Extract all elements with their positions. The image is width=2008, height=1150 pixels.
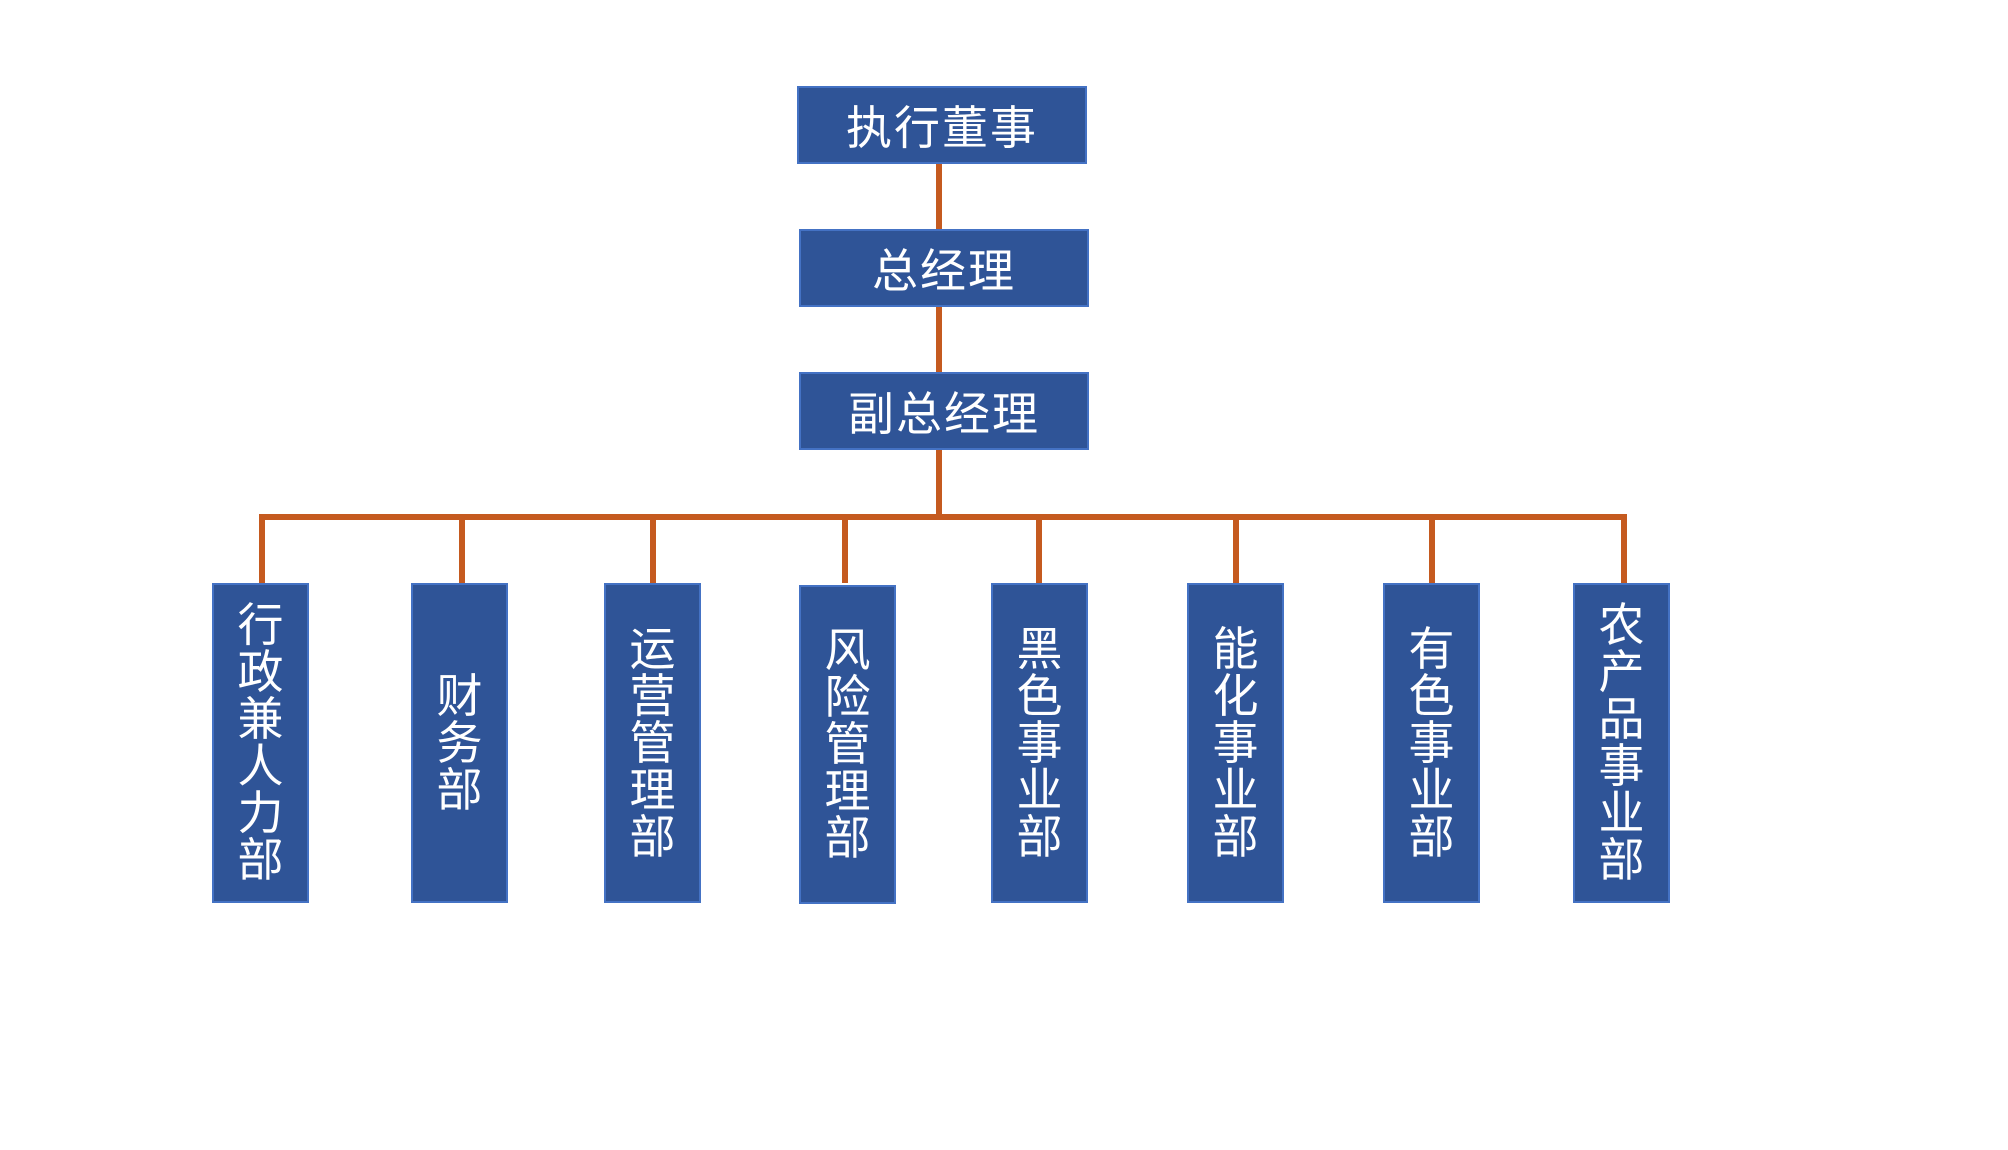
department-label-admin-hr: 行政兼人力部 [237,598,284,887]
connector-deputy-to-bus [936,449,942,514]
connector-drop-finance [459,514,465,583]
general-manager-label: 总经理 [872,244,1016,298]
department-label-operations: 运营管理部 [629,621,676,864]
connector-drop-nonferrous [1429,514,1435,583]
connector-horizontal-bus [259,514,1627,520]
department-box-risk: 风险管理部 [799,585,896,904]
department-box-operations: 运营管理部 [604,583,701,903]
executive-director-box: 执行董事 [797,86,1087,164]
department-label-agriculture: 农产品事业部 [1598,598,1645,887]
connector-drop-risk [842,514,848,583]
department-label-energy-chemical: 能化事业部 [1212,621,1259,864]
department-label-finance: 财务部 [436,668,483,817]
connector-gm-to-deputy [936,306,942,374]
department-box-energy-chemical: 能化事业部 [1187,583,1284,903]
department-box-nonferrous: 有色事业部 [1383,583,1480,903]
department-label-ferrous: 黑色事业部 [1016,621,1063,864]
department-box-admin-hr: 行政兼人力部 [212,583,309,903]
deputy-general-manager-box: 副总经理 [799,372,1089,450]
department-label-risk: 风险管理部 [824,623,871,865]
deputy-general-manager-label: 副总经理 [848,387,1040,441]
connector-drop-operations [650,514,656,583]
executive-director-label: 执行董事 [846,101,1038,155]
department-box-ferrous: 黑色事业部 [991,583,1088,903]
connector-executive-to-gm [936,163,942,231]
connector-drop-admin-hr [259,514,265,583]
department-box-finance: 财务部 [411,583,508,903]
general-manager-box: 总经理 [799,229,1089,307]
department-label-nonferrous: 有色事业部 [1408,621,1455,864]
connector-drop-agriculture [1621,514,1627,583]
connector-drop-energy-chemical [1233,514,1239,583]
department-box-agriculture: 农产品事业部 [1573,583,1670,903]
connector-drop-ferrous [1036,514,1042,583]
